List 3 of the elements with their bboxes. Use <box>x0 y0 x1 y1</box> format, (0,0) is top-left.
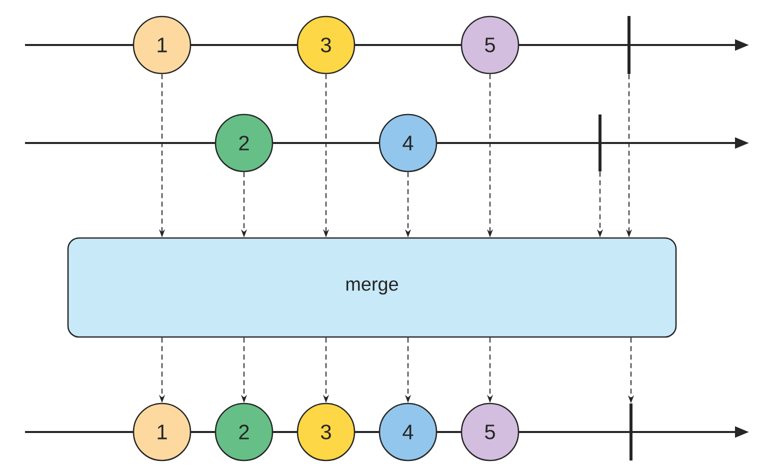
merge-box: merge <box>67 237 677 338</box>
completion-bar <box>628 16 630 74</box>
completion-bar <box>598 114 602 172</box>
